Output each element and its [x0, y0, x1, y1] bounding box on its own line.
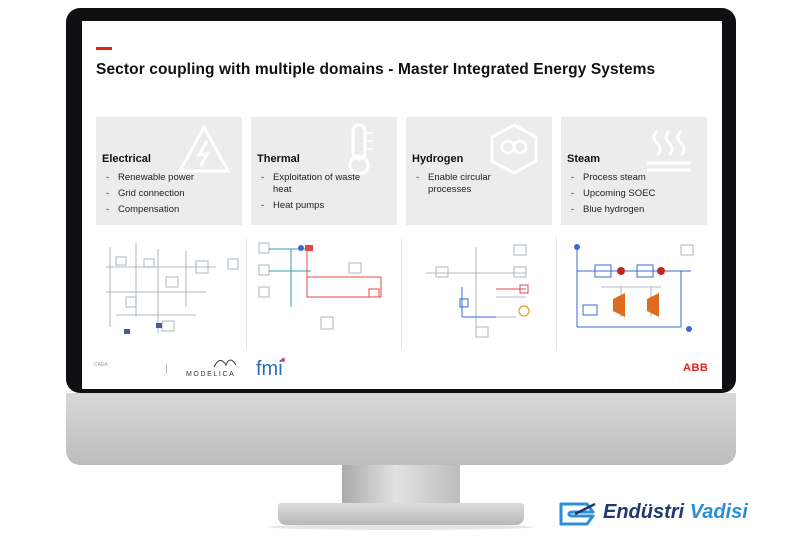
card-list: Process steam Upcoming SOEC Blue hydroge… — [569, 172, 655, 220]
brand-name-part1: Endüstri — [603, 501, 685, 523]
fmi-logo-text: fmi — [256, 358, 283, 379]
list-item: Heat pumps — [259, 200, 363, 212]
card-list: Enable circular processes — [414, 172, 510, 200]
brand-name: Endüstri Vadisi — [603, 501, 748, 524]
electrical-diagram — [106, 243, 239, 334]
card-title: Hydrogen — [412, 153, 464, 165]
list-item: Exploitation of waste heat — [259, 172, 363, 196]
hydrogen-diagram — [426, 244, 530, 338]
list-item: Renewable power — [104, 172, 194, 184]
brand-logo-icon — [559, 502, 596, 526]
card-electrical: Electrical Renewable power Grid connecti… — [96, 117, 242, 225]
stand-shadow — [268, 524, 534, 530]
divider — [246, 237, 247, 349]
card-title: Steam — [567, 153, 601, 165]
list-item: Compensation — [104, 204, 194, 216]
modelica-logo-text: MODELICA — [186, 371, 235, 378]
steam-diagram — [574, 244, 694, 332]
monitor-stand-foot — [278, 503, 524, 525]
brand-name-part2: Vadisi — [689, 501, 748, 523]
abb-logo: ABB — [683, 362, 709, 374]
brand-watermark: Endüstri Vadisi — [557, 498, 789, 530]
monitor-chin — [66, 393, 736, 465]
monitor-stand-neck — [342, 465, 460, 507]
thermal-diagram — [258, 242, 382, 330]
lightning-icon — [177, 123, 231, 173]
list-item: Blue hydrogen — [569, 204, 655, 216]
list-item: Enable circular processes — [414, 172, 510, 196]
accent-dash — [96, 47, 112, 50]
molecule-icon — [490, 123, 538, 175]
fmi-logo: fmi — [256, 358, 285, 379]
steam-icon — [647, 129, 691, 172]
modelica-logo: MODELICA — [186, 359, 237, 378]
card-title: Thermal — [257, 153, 300, 165]
divider — [556, 237, 557, 349]
list-item: Upcoming SOEC — [569, 188, 655, 200]
card-thermal: Thermal Exploitation of waste heat Heat … — [251, 117, 397, 225]
list-item: Process steam — [569, 172, 655, 184]
card-list: Exploitation of waste heat Heat pumps — [259, 172, 363, 216]
footer-caption: CAEA — [94, 362, 108, 368]
card-title: Electrical — [102, 153, 151, 165]
card-list: Renewable power Grid connection Compensa… — [104, 172, 194, 220]
divider — [401, 237, 402, 349]
card-hydrogen: Hydrogen Enable circular processes — [406, 117, 552, 225]
slide-screen: Sector coupling with multiple domains - … — [82, 21, 722, 389]
slide-title: Sector coupling with multiple domains - … — [96, 61, 656, 78]
footer-separator — [166, 364, 167, 374]
card-steam: Steam Process steam Upcoming SOEC Blue h… — [561, 117, 707, 225]
list-item: Grid connection — [104, 188, 194, 200]
thermometer-icon — [348, 123, 373, 176]
